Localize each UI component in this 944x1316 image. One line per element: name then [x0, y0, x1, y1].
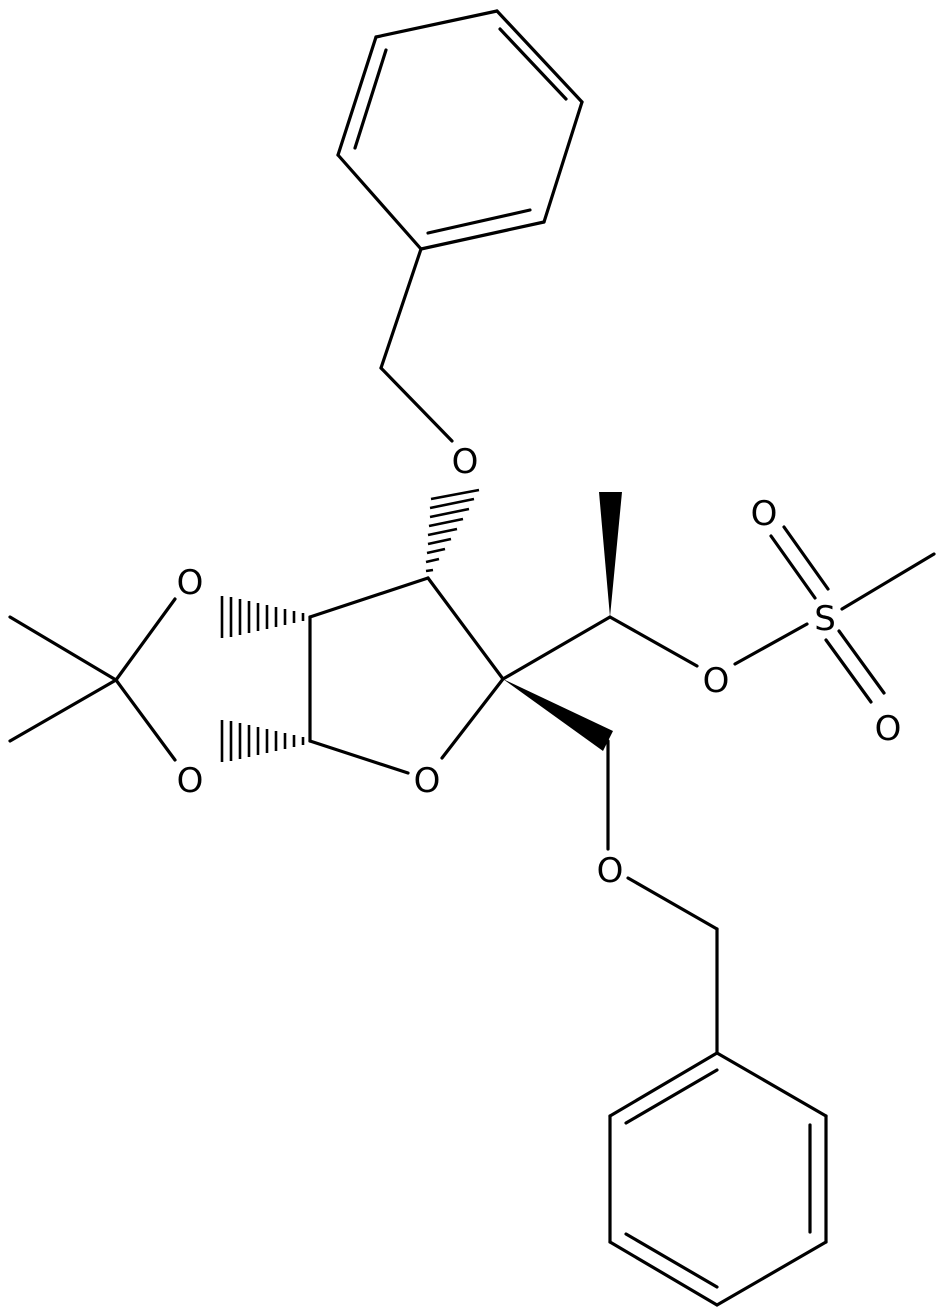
upper-phenyl-ring: [336, 9, 584, 251]
wedge-c4-ch2: [503, 679, 613, 751]
atom-o-dioxolane-lower: O: [177, 761, 204, 801]
wedge-ch-methyl: [599, 492, 622, 617]
hashed-wedge-c2-o: [220, 596, 305, 638]
atom-o-benzyloxy-lower: O: [597, 851, 624, 891]
mesyl-group: [733, 525, 936, 704]
furanose-ring: [308, 576, 505, 775]
hashed-wedge-c3-o: [425, 488, 480, 573]
bond-c4-ch: [501, 615, 612, 681]
atom-o-sulfonyl-upper: O: [751, 494, 778, 534]
atom-o-ring: O: [414, 761, 441, 801]
atom-o-mesylate-ester: O: [703, 661, 730, 701]
bond-ch-o: [608, 615, 699, 668]
atom-s-sulfonyl: S: [814, 599, 836, 639]
lower-phenyl-ring: [608, 1051, 828, 1307]
upper-benzyl-linker: [379, 247, 454, 443]
lower-benzyl-linker: [606, 739, 719, 1055]
atom-o-sulfonyl-lower: O: [875, 709, 902, 749]
atom-o-benzyloxy-upper: O: [452, 442, 479, 482]
hashed-wedge-c1-o: [220, 720, 305, 762]
atom-labels: O O O O O S O O O: [177, 442, 902, 891]
isopropylidene-group: [8, 597, 177, 762]
atom-o-dioxolane-upper: O: [177, 563, 204, 603]
